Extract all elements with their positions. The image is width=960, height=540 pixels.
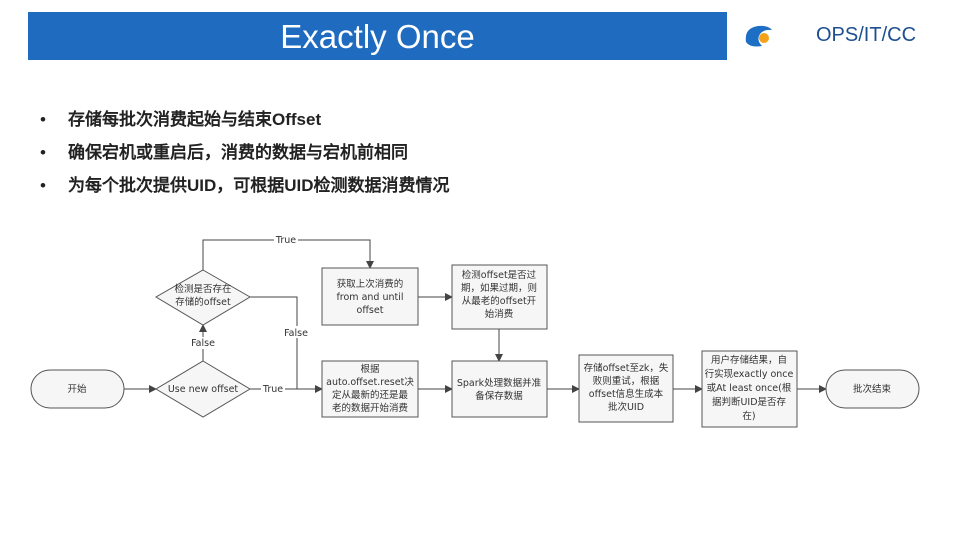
box-label: 备保存数据: [475, 390, 523, 402]
bullet-item: •为每个批次提供UID，可根据UID检测数据消费情况: [40, 176, 450, 195]
end-terminal: [825, 369, 920, 409]
box-label: 始消费: [485, 308, 514, 320]
ctrip-logo: [745, 25, 772, 47]
bullet-list: •存储每批次消费起始与结束Offset •确保宕机或重启后，消费的数据与宕机前相…: [40, 106, 450, 205]
box-label: 老的数据开始消费: [332, 402, 408, 414]
box-get-last-offset: [321, 267, 419, 326]
box-check-expired: [451, 264, 548, 330]
decision-label: Use new offset: [168, 384, 239, 395]
box-label: offset信息生成本: [589, 388, 664, 400]
box-label: 定从最新的还是最: [332, 389, 409, 401]
box-label: 行实现exactly once: [705, 368, 794, 380]
box-label: 期，如果过期，则: [461, 282, 537, 294]
edge-label-true: True: [262, 384, 283, 395]
box-label: offset: [357, 305, 384, 316]
box-label: 从最老的offset开: [462, 295, 537, 307]
bullet-item: •确保宕机或重启后，消费的数据与宕机前相同: [40, 143, 408, 162]
edge-label-false: False: [284, 328, 308, 339]
box-label: from and until: [336, 292, 403, 303]
brand-text: OPS/IT/CC: [816, 24, 917, 46]
start-label: 开始: [67, 383, 87, 395]
decision-stored-offset: [155, 269, 251, 326]
edge-label-true: True: [275, 235, 296, 246]
bullet-item: •存储每批次消费起始与结束Offset: [40, 110, 322, 129]
box-label: 获取上次消费的: [337, 278, 404, 290]
box-label: 据判断UID是否存: [712, 396, 787, 408]
decision-label: 检测是否存在: [174, 283, 231, 295]
box-label: 用户存储结果，自: [711, 354, 787, 366]
start-terminal: [30, 369, 125, 409]
edge-label-false: False: [191, 338, 215, 349]
box-label: auto.offset.reset决: [326, 376, 414, 388]
end-label: 批次结束: [853, 383, 892, 395]
page-title: Exactly Once: [280, 18, 475, 55]
decision-use-new-offset: [155, 360, 251, 418]
title-bar: Exactly Once: [28, 12, 727, 60]
box-store-zk: [578, 354, 674, 423]
box-user-store: [701, 350, 798, 428]
box-label: Spark处理数据并准: [457, 377, 542, 389]
box-spark-process: [451, 360, 548, 418]
box-auto-reset: [321, 360, 419, 418]
decision-label: 存储的offset: [175, 296, 231, 308]
box-label: 或At least once(根: [707, 382, 792, 394]
box-label: 检测offset是否过: [462, 269, 537, 281]
box-label: 存储offset至zk，失: [584, 362, 669, 374]
box-label: 根据: [360, 363, 380, 375]
box-label: 在): [742, 410, 755, 422]
arrow: [250, 296, 298, 389]
box-label: 批次UID: [608, 401, 644, 413]
box-label: 败则重试，根据: [593, 375, 660, 387]
